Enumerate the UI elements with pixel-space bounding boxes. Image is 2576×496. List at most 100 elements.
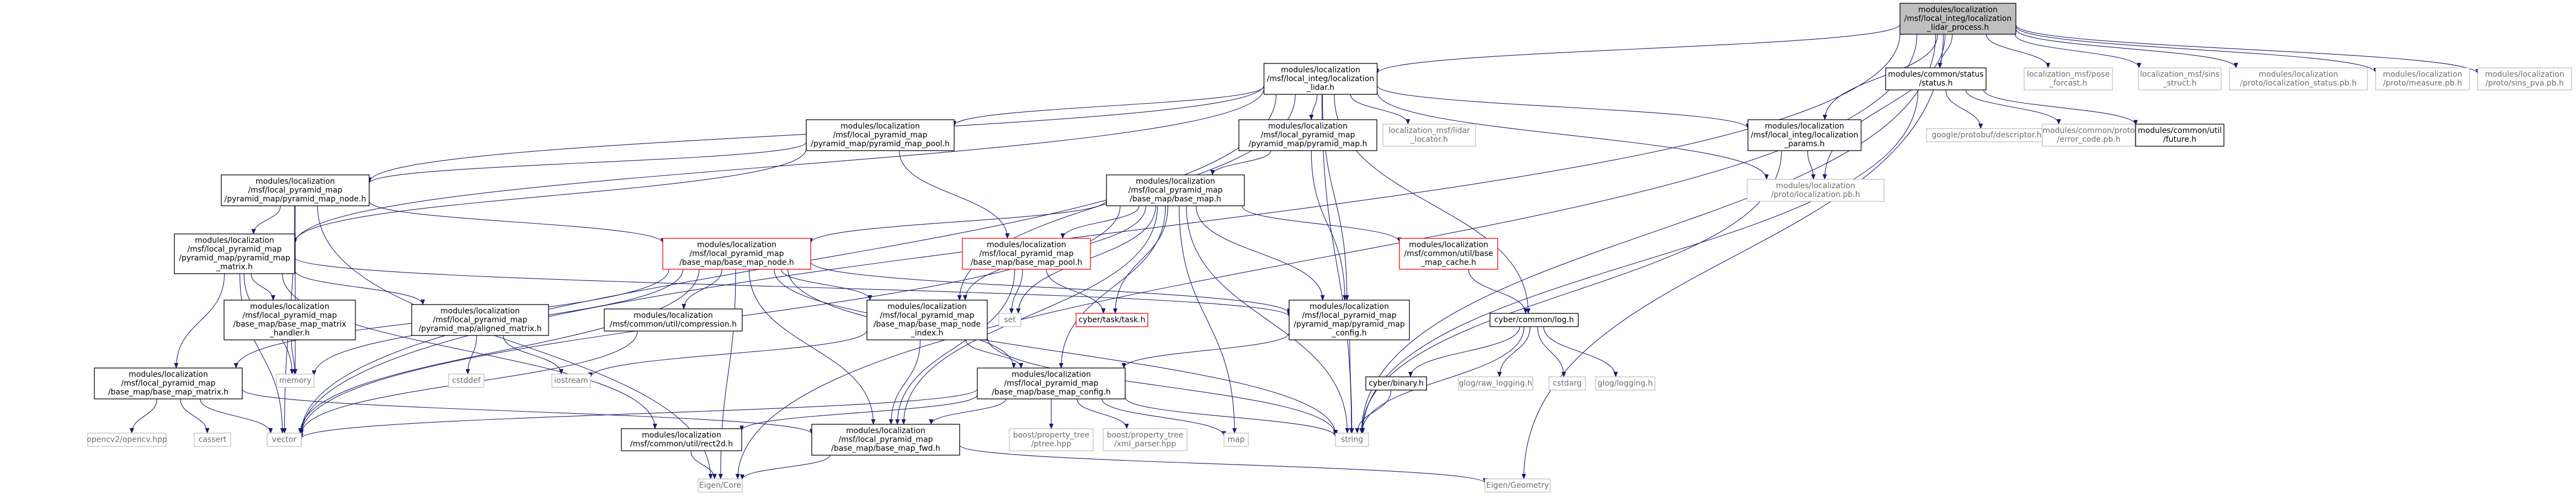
node-pyr_matrix[interactable]: modules/localization/msf/local_pyramid_m… xyxy=(174,233,295,274)
node-label-line: /base_map/base_map_matrix xyxy=(233,320,346,329)
node-iostream: iostream xyxy=(551,374,591,388)
edge-aligned_matrix-to-cstddef xyxy=(465,335,477,375)
node-pose_forcast: localization_msf/pose_forcast.h xyxy=(2024,67,2113,90)
node-label: boost/property_tree/xml_parser.hpp xyxy=(1107,431,1184,449)
edge-root-to-loc_status_pb xyxy=(2015,29,2238,68)
node-box xyxy=(1263,63,1378,95)
node-box xyxy=(194,433,231,447)
edge-base_map-to-bm_config xyxy=(1059,205,1166,369)
node-label: cassert xyxy=(199,435,227,444)
node-label-line: modules/localization xyxy=(642,431,721,440)
edge-root-to-status xyxy=(1938,34,1953,68)
node-label-line: /base_map/base_map_pool.h xyxy=(971,258,1083,267)
node-memory: memory xyxy=(276,374,315,388)
node-compression[interactable]: modules/localization/msf/common/util/com… xyxy=(604,308,743,332)
node-bm_matrix[interactable]: modules/localization/msf/local_pyramid_m… xyxy=(94,367,243,399)
node-label-line: modules/localization xyxy=(250,302,329,311)
node-box xyxy=(1106,174,1245,206)
node-label: cyber/binary.h xyxy=(1369,379,1424,388)
node-lru_cache[interactable]: modules/localization/msf/common/util/bas… xyxy=(1399,238,1498,270)
node-aligned_matrix[interactable]: modules/localization/msf/local_pyramid_m… xyxy=(411,304,549,336)
node-binary[interactable]: cyber/binary.h xyxy=(1365,376,1427,391)
edge-bm_config-to-string xyxy=(1125,397,1338,438)
node-bm_fwd[interactable]: modules/localization/msf/local_pyramid_m… xyxy=(811,424,960,456)
edge-pyr_matrix-to-vector xyxy=(239,273,285,434)
node-label-line: /pyramid_map/pyramid_map.h xyxy=(1249,140,1367,148)
node-bm_config[interactable]: modules/localization/msf/local_pyramid_m… xyxy=(977,367,1126,399)
node-pyramid_map[interactable]: modules/localization/msf/local_pyramid_m… xyxy=(1238,119,1377,151)
node-label-line: modules/localization xyxy=(1136,177,1215,186)
node-label: google/protobuf/descriptor.h xyxy=(1931,131,2041,140)
node-label: set xyxy=(1004,316,1016,324)
node-base_map[interactable]: modules/localization/msf/local_pyramid_m… xyxy=(1106,174,1245,206)
node-box xyxy=(2135,124,2224,147)
node-label-line: modules/localization xyxy=(634,311,713,320)
node-label-line: modules/localization xyxy=(2259,70,2338,79)
node-label-line: localization_msf/pose xyxy=(2027,70,2110,79)
node-box xyxy=(1103,428,1188,451)
node-task[interactable]: cyber/task/task.h xyxy=(1076,313,1148,327)
node-label-line: /msf/local_pyramid_map xyxy=(243,311,337,320)
node-label-line: /msf/local_pyramid_map xyxy=(880,311,975,320)
node-lidar[interactable]: modules/localization/msf/local_integ/loc… xyxy=(1263,63,1378,95)
edge-lidar-to-pyramid_pool xyxy=(952,86,1265,126)
edge-base_map-to-map xyxy=(1179,205,1237,434)
edge-bm_config-to-vector xyxy=(299,388,978,439)
node-root[interactable]: modules/localization/msf/local_integ/loc… xyxy=(1899,3,2016,35)
edge-log-to-raw_logging xyxy=(1497,326,1531,377)
edge-root-to-eigen_core xyxy=(735,34,1918,479)
node-pyr_config[interactable]: modules/localization/msf/local_pyramid_m… xyxy=(1289,300,1410,340)
node-rect2d[interactable]: modules/localization/msf/common/util/rec… xyxy=(621,428,742,451)
edge-root-to-measure_pb xyxy=(2015,26,2378,73)
node-label-line: _forcast.h xyxy=(2049,79,2087,88)
node-box xyxy=(1365,376,1427,391)
node-integ_params[interactable]: modules/localization/msf/local_integ/loc… xyxy=(1747,119,1862,151)
node-label-line: _locator.h xyxy=(1410,135,1448,144)
edge-root-to-eigen_geometry xyxy=(1521,34,1944,479)
node-label: opencv2/opencv.hpp xyxy=(87,435,167,444)
node-box xyxy=(662,238,811,270)
node-bm_node[interactable]: modules/localization/msf/local_pyramid_m… xyxy=(662,238,811,270)
node-box xyxy=(2229,67,2368,90)
node-label: memory xyxy=(279,376,312,385)
node-label-line: /base_map/base_map_node xyxy=(874,320,981,329)
nodes-layer: modules/localization/msf/local_integ/loc… xyxy=(87,3,2572,493)
node-box xyxy=(1289,300,1410,340)
node-box xyxy=(998,313,1021,327)
edge-base_map-to-string xyxy=(1186,205,1350,434)
node-pyr_node[interactable]: modules/localization/msf/local_pyramid_m… xyxy=(221,174,370,206)
node-label-line: modules/localization xyxy=(887,302,967,311)
node-box xyxy=(1747,179,1885,202)
node-label-line: modules/localization xyxy=(256,177,335,186)
edge-bm_matrix-to-vector xyxy=(200,398,273,434)
edge-log-to-cstdarg xyxy=(1537,326,1566,377)
edge-lru_cache-to-log xyxy=(1468,269,1528,314)
node-label-line: /status.h xyxy=(1919,79,1952,88)
node-label-line: opencv2/opencv.hpp xyxy=(87,435,167,444)
node-label: modules/localization/msf/local_pyramid_m… xyxy=(1294,302,1405,338)
node-label: modules/localization/proto/localization_… xyxy=(2240,70,2356,88)
node-box xyxy=(2042,124,2136,147)
node-box xyxy=(1076,313,1148,327)
node-measure_pb: modules/localization/proto/measure.pb.h xyxy=(2375,67,2470,90)
node-box xyxy=(1899,3,2016,35)
node-label-line: /msf/local_pyramid_map xyxy=(833,131,928,140)
edge-bm_node-to-pyr_config xyxy=(810,262,1291,314)
node-log[interactable]: cyber/common/log.h xyxy=(1489,313,1579,327)
node-box xyxy=(1399,238,1498,270)
node-box xyxy=(604,308,743,332)
node-box xyxy=(174,233,295,274)
node-label-line: cyber/binary.h xyxy=(1369,379,1424,388)
node-future[interactable]: modules/common/util/future.h xyxy=(2135,124,2224,147)
node-pyramid_pool[interactable]: modules/localization/msf/local_pyramid_m… xyxy=(806,119,955,151)
node-box xyxy=(621,428,742,451)
edge-root-to-sins_struct xyxy=(2014,34,2142,68)
edge-log-to-glog xyxy=(1543,326,1618,377)
node-status[interactable]: modules/common/status/status.h xyxy=(1885,67,1987,90)
node-bm_pool[interactable]: modules/localization/msf/local_pyramid_m… xyxy=(962,238,1091,270)
node-label: Eigen/Geometry xyxy=(1486,481,1549,490)
node-matrix_handler[interactable]: modules/localization/msf/local_pyramid_m… xyxy=(223,300,356,340)
node-box xyxy=(1926,128,2047,142)
node-bm_node_index[interactable]: modules/localization/msf/local_pyramid_m… xyxy=(866,300,988,340)
node-box xyxy=(2375,67,2470,90)
